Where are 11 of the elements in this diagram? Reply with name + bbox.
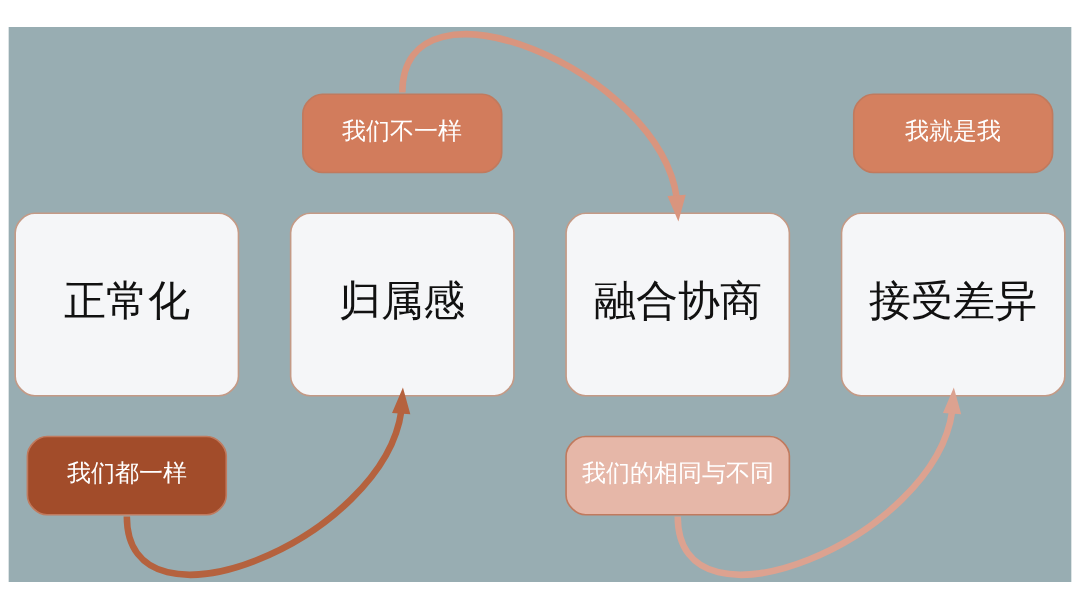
arrow [674,387,962,578]
arrow [123,387,411,578]
node-box: 正常化 [14,211,240,397]
node-box: 接受差异 [840,211,1066,397]
node-box: 我们不一样 [302,92,503,173]
node-box: 我们的相同与不同 [565,435,791,516]
arrow [399,30,686,221]
node-box: 我就是我 [852,92,1054,173]
node-box: 我们都一样 [26,435,228,516]
node-box: 融合协商 [565,211,791,397]
node-box: 归属感 [289,211,515,397]
